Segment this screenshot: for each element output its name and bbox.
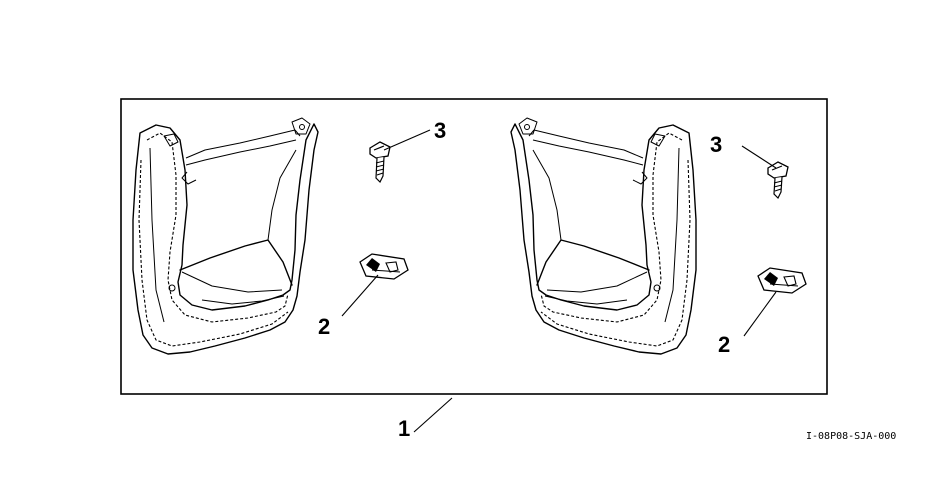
callout-screw-right: 3 <box>710 132 722 157</box>
clip-left-icon <box>359 253 409 280</box>
kit-frame <box>120 98 828 395</box>
callout-kit: 1 <box>398 416 410 441</box>
part-code: I-08P08-SJA-000 <box>806 431 896 442</box>
callout-clip-right: 2 <box>718 332 730 357</box>
clip-right-icon <box>757 267 807 294</box>
callout-screw-left: 3 <box>434 118 446 143</box>
screw-left-icon <box>369 141 391 184</box>
right-mudguard <box>510 117 697 355</box>
left-mudguard <box>132 117 319 355</box>
leader-lines <box>341 129 777 433</box>
callout-clip-left: 2 <box>318 314 330 339</box>
